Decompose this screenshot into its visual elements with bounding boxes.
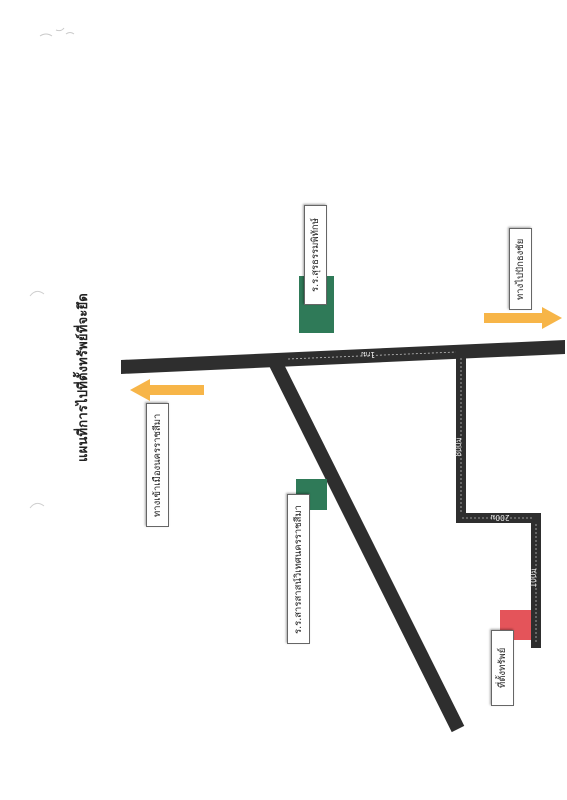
distance-last: 100ม	[529, 568, 538, 587]
arrow-right-icon	[484, 307, 562, 329]
arrow-left-icon	[130, 379, 204, 401]
distance-main: 1กม	[361, 350, 375, 359]
hole-mark-bottom	[29, 502, 45, 509]
label-school-middle: ร.ร.สารสาสน์วิเทศนครราชสีมา	[287, 494, 310, 644]
map-title: แผนที่การไปที่ตั้งทรัพย์ที่จะยึด	[76, 293, 91, 462]
distance-cross: 200ม	[490, 513, 509, 522]
hole-mark-top	[29, 290, 45, 297]
main-road	[121, 340, 565, 374]
distance-down: 800ม	[454, 437, 463, 456]
scan-mark	[39, 27, 75, 37]
diagonal-road	[268, 358, 465, 733]
label-school-top: ร.ร.สุรธรรมพิทักษ์	[304, 205, 327, 305]
label-left-direction: ทางเข้าเมืองนครราชสีมา	[146, 403, 169, 527]
label-property: ที่ตั้งทรัพย์	[491, 630, 514, 706]
dim-main	[287, 351, 457, 360]
label-right-direction: ทางไปปักธงชัย	[509, 228, 532, 310]
